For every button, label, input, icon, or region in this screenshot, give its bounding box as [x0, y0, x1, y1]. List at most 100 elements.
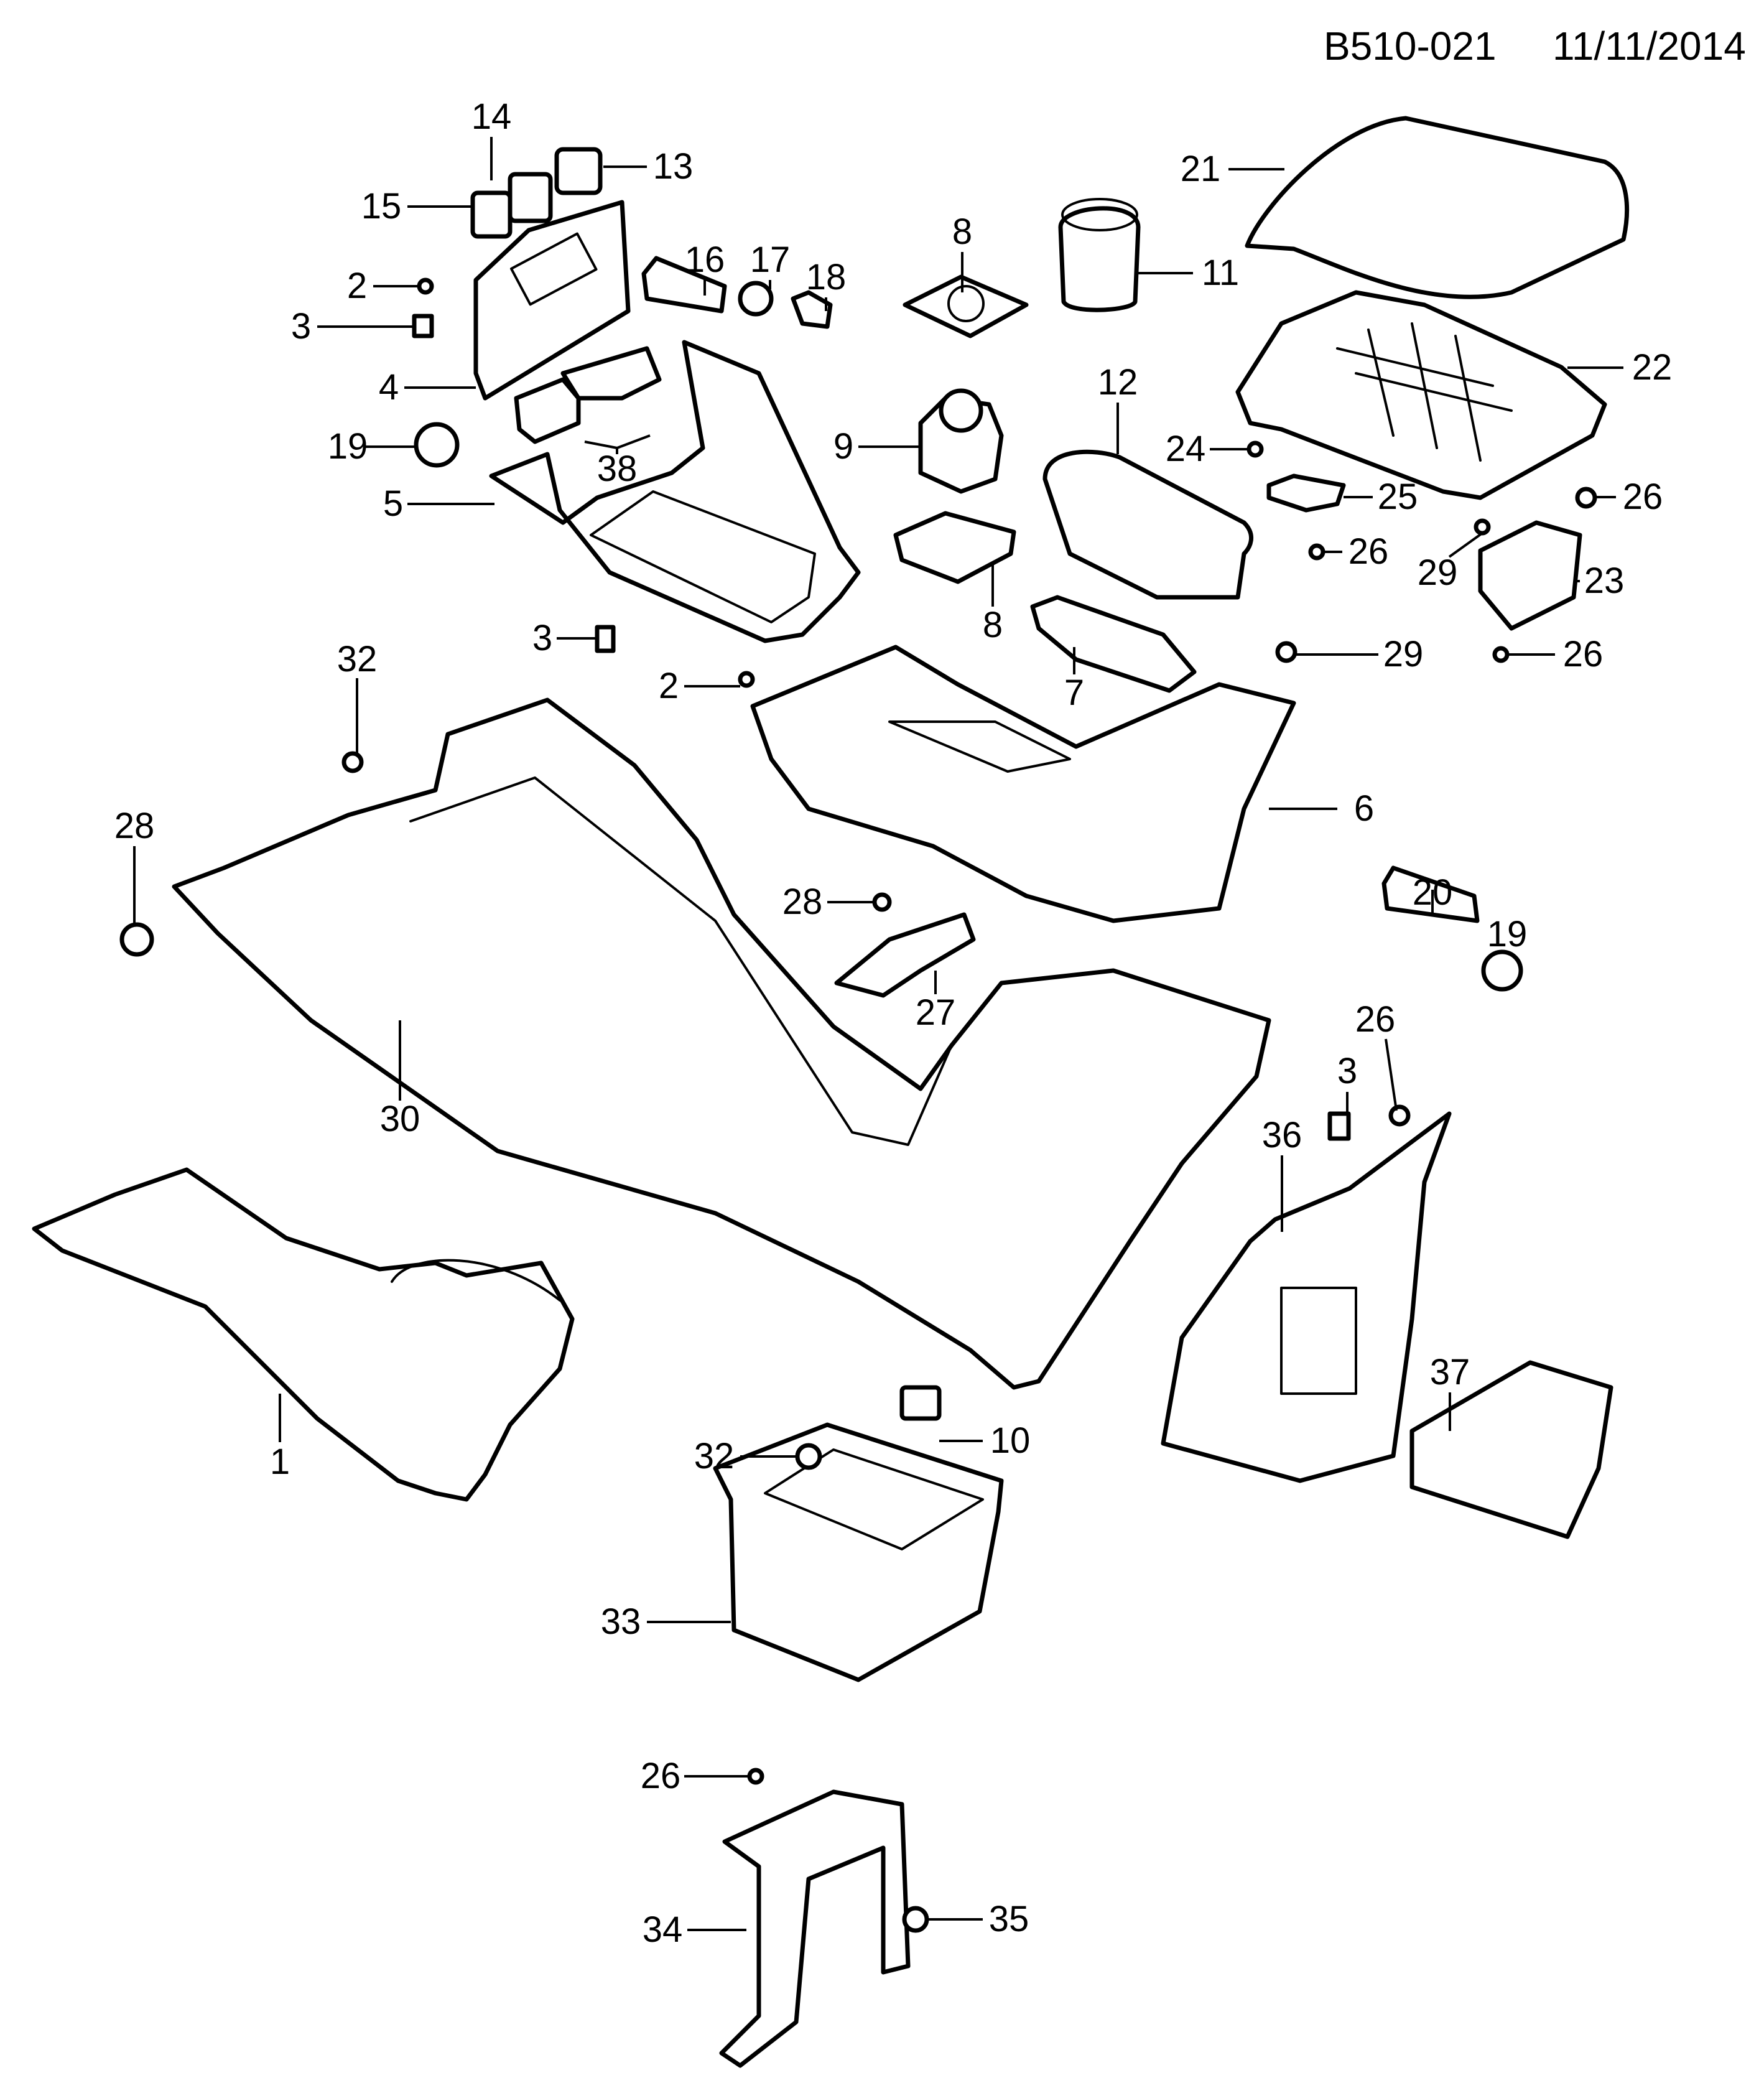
callout-26[interactable]: 26	[1562, 634, 1604, 674]
callout-23[interactable]: 23	[1584, 561, 1625, 601]
callout-8[interactable]: 8	[982, 605, 1003, 645]
callout-20[interactable]: 20	[1412, 872, 1453, 913]
callout-4[interactable]: 4	[378, 367, 399, 408]
callout-5[interactable]: 5	[383, 483, 404, 524]
callout-32[interactable]: 32	[337, 639, 378, 679]
armrest-pad-21[interactable]	[1245, 116, 1630, 299]
callout-22[interactable]: 22	[1632, 347, 1673, 388]
cupholder-12[interactable]	[1042, 449, 1254, 600]
callout-34[interactable]: 34	[642, 1909, 683, 1950]
callout-13[interactable]: 13	[652, 146, 694, 187]
callout-27[interactable]: 27	[915, 992, 956, 1033]
callout-35[interactable]: 35	[988, 1899, 1029, 1939]
callout-26[interactable]: 26	[640, 1756, 681, 1796]
screw-2[interactable]	[417, 277, 434, 295]
callout-38[interactable]: 38	[597, 449, 638, 489]
rear-cover-37[interactable]	[1409, 1360, 1613, 1539]
callout-11[interactable]: 11	[1201, 253, 1240, 293]
callout-26[interactable]: 26	[1622, 477, 1663, 517]
cap-19[interactable]	[1481, 949, 1523, 992]
console-base-30[interactable]	[172, 697, 1271, 1390]
callout-8[interactable]: 8	[952, 212, 973, 252]
knob-9-top	[939, 388, 983, 433]
rear-panel-36[interactable]	[1161, 1111, 1452, 1483]
callout-29[interactable]: 29	[1417, 552, 1458, 593]
bezel-5-opening	[590, 490, 816, 623]
screw-32[interactable]	[341, 751, 364, 773]
screw-26[interactable]	[1308, 543, 1325, 561]
trim-7[interactable]	[1030, 595, 1197, 693]
screw-26[interactable]	[1575, 487, 1597, 509]
callout-36[interactable]: 36	[1261, 1115, 1302, 1155]
armrest-frame-ribs	[1336, 322, 1513, 462]
console-upper-6[interactable]	[750, 645, 1296, 923]
callout-2[interactable]: 2	[658, 666, 679, 706]
lighter-18[interactable]	[791, 290, 833, 329]
callout-28[interactable]: 28	[782, 882, 823, 922]
switches-38[interactable]	[514, 346, 662, 444]
clip-3[interactable]	[412, 314, 434, 338]
callout-3[interactable]: 3	[290, 306, 312, 347]
callout-3[interactable]: 3	[1337, 1051, 1358, 1091]
callout-18[interactable]: 18	[805, 257, 847, 297]
callout-32[interactable]: 32	[694, 1436, 735, 1476]
clip-3[interactable]	[595, 625, 616, 653]
callout-2[interactable]: 2	[346, 266, 368, 306]
screw-28[interactable]	[872, 892, 892, 912]
callout-30[interactable]: 30	[379, 1099, 420, 1139]
callout-17[interactable]: 17	[750, 240, 791, 280]
callout-10[interactable]: 10	[990, 1420, 1031, 1461]
callout-33[interactable]: 33	[600, 1601, 641, 1642]
screw-26[interactable]	[1492, 646, 1510, 663]
callout-24[interactable]: 24	[1165, 429, 1206, 469]
ashtray-11[interactable]	[1058, 206, 1141, 312]
screw-29[interactable]	[1275, 641, 1297, 663]
callout-19[interactable]: 19	[1487, 914, 1528, 954]
callout-14[interactable]: 14	[471, 96, 512, 137]
callout-26[interactable]: 26	[1348, 531, 1389, 572]
plate-8[interactable]	[903, 274, 1029, 338]
screw-2[interactable]	[738, 671, 755, 688]
storage-box-33[interactable]	[713, 1422, 1004, 1682]
armrest-frame-22[interactable]	[1235, 290, 1607, 500]
callout-7[interactable]: 7	[1064, 673, 1085, 713]
switch-14[interactable]	[508, 172, 553, 223]
switch-15[interactable]	[470, 190, 513, 239]
hinge-23[interactable]	[1478, 520, 1582, 631]
tray-8[interactable]	[893, 511, 1016, 584]
bezel-5[interactable]	[489, 340, 861, 643]
callout-25[interactable]: 25	[1377, 477, 1418, 517]
callout-37[interactable]: 37	[1429, 1352, 1470, 1392]
callout-9[interactable]: 9	[833, 426, 854, 467]
clip-3[interactable]	[1327, 1111, 1351, 1141]
latch-25[interactable]	[1266, 473, 1346, 513]
callout-12[interactable]: 12	[1097, 362, 1138, 403]
screw-32[interactable]	[795, 1443, 822, 1470]
callout-26[interactable]: 26	[1355, 999, 1396, 1040]
panel-4[interactable]	[473, 200, 631, 401]
callout-15[interactable]: 15	[361, 186, 402, 226]
callout-21[interactable]: 21	[1180, 149, 1221, 189]
socket-16[interactable]	[641, 256, 727, 314]
bracket-27[interactable]	[834, 912, 976, 998]
switch-13[interactable]	[554, 147, 603, 195]
callout-19[interactable]: 19	[327, 426, 368, 467]
screw-26[interactable]	[747, 1768, 764, 1785]
callout-3[interactable]: 3	[532, 618, 553, 658]
bezel-17[interactable]	[738, 281, 774, 317]
cap-19[interactable]	[414, 422, 460, 468]
switch-10[interactable]	[899, 1385, 942, 1421]
screw-35[interactable]	[902, 1906, 929, 1933]
callout-29[interactable]: 29	[1383, 634, 1424, 674]
bracket-34[interactable]	[719, 1789, 911, 2068]
socket-20[interactable]	[1381, 865, 1480, 923]
callout-6[interactable]: 6	[1353, 788, 1375, 829]
pin-24[interactable]	[1246, 440, 1264, 458]
screw-26[interactable]	[1388, 1104, 1411, 1127]
callout-16[interactable]: 16	[684, 240, 725, 280]
screw-28[interactable]	[119, 922, 154, 957]
callout-28[interactable]: 28	[114, 806, 155, 846]
console-assembly-1[interactable]	[32, 1167, 575, 1502]
pin-29[interactable]	[1474, 518, 1491, 536]
callout-1[interactable]: 1	[269, 1442, 290, 1482]
